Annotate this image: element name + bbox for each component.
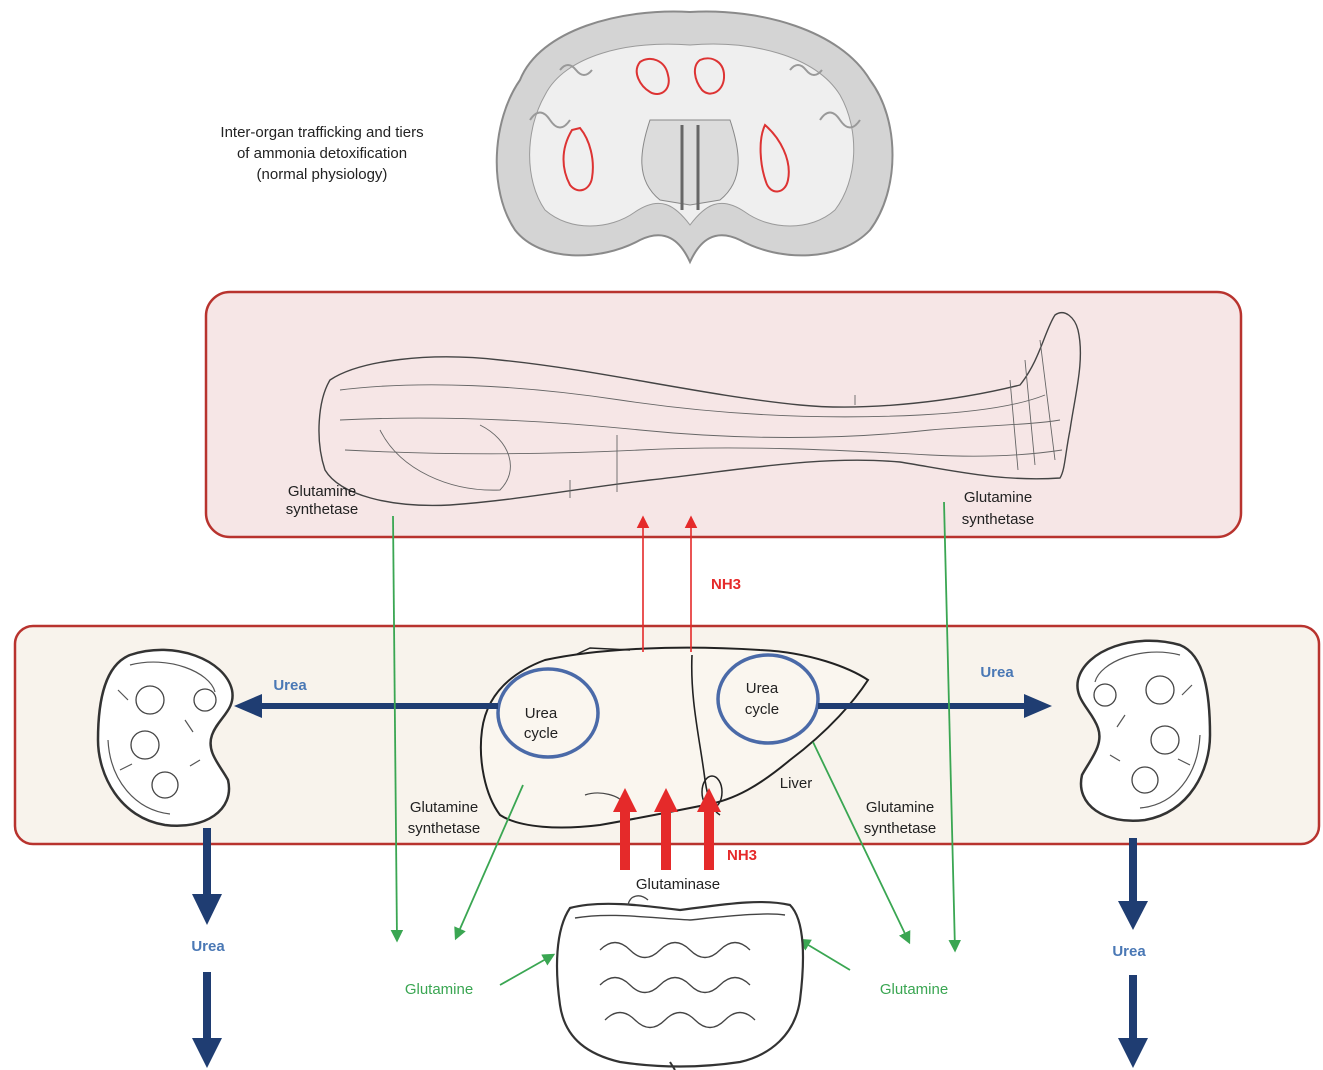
kidney-left-image: [98, 650, 233, 826]
title-line-1: Inter-organ trafficking and tiers: [220, 124, 423, 141]
nh3-arrows-gut: [613, 788, 721, 870]
urea-cycle-right-line1: Urea: [746, 680, 779, 697]
urea-out-left-label: Urea: [191, 938, 225, 955]
urea-left-kidney-label: Urea: [273, 677, 307, 694]
urea-cycle-right-line2: cycle: [745, 701, 779, 718]
urea-right-kidney-label: Urea: [980, 664, 1014, 681]
title-line-2: of ammonia detoxification: [237, 145, 407, 162]
urea-out-right-label: Urea: [1112, 943, 1146, 960]
gs-muscle-right-line2: synthetase: [962, 511, 1035, 528]
brain-image: [497, 12, 893, 262]
title-line-3: (normal physiology): [257, 166, 388, 183]
urea-cycle-left-line1: Urea: [525, 705, 558, 722]
nh3-muscle-label: NH3: [711, 576, 741, 593]
nh3-gut-label: NH3: [727, 847, 757, 864]
glutamine-right-label: Glutamine: [880, 981, 948, 998]
urea-cycle-left-line2: cycle: [524, 725, 558, 742]
diagram-title: Inter-organ trafficking and tiers of amm…: [220, 124, 423, 183]
gs-liver-right-line1: Glutamine: [866, 799, 934, 816]
gs-liver-left-line2: synthetase: [408, 820, 481, 837]
glutamine-left-label: Glutamine: [405, 981, 473, 998]
glutaminase-label: Glutaminase: [636, 876, 720, 893]
gs-liver-left-line1: Glutamine: [410, 799, 478, 816]
muscle-box: [206, 292, 1241, 537]
gs-muscle-right-line1: Glutamine: [964, 489, 1032, 506]
liver-label: Liver: [780, 775, 813, 792]
gs-liver-right-line2: synthetase: [864, 820, 937, 837]
intestine-image: [557, 896, 803, 1070]
gs-muscle-left-line1: Glutamine: [288, 483, 356, 500]
gs-muscle-left-line2: synthetase: [286, 501, 359, 518]
